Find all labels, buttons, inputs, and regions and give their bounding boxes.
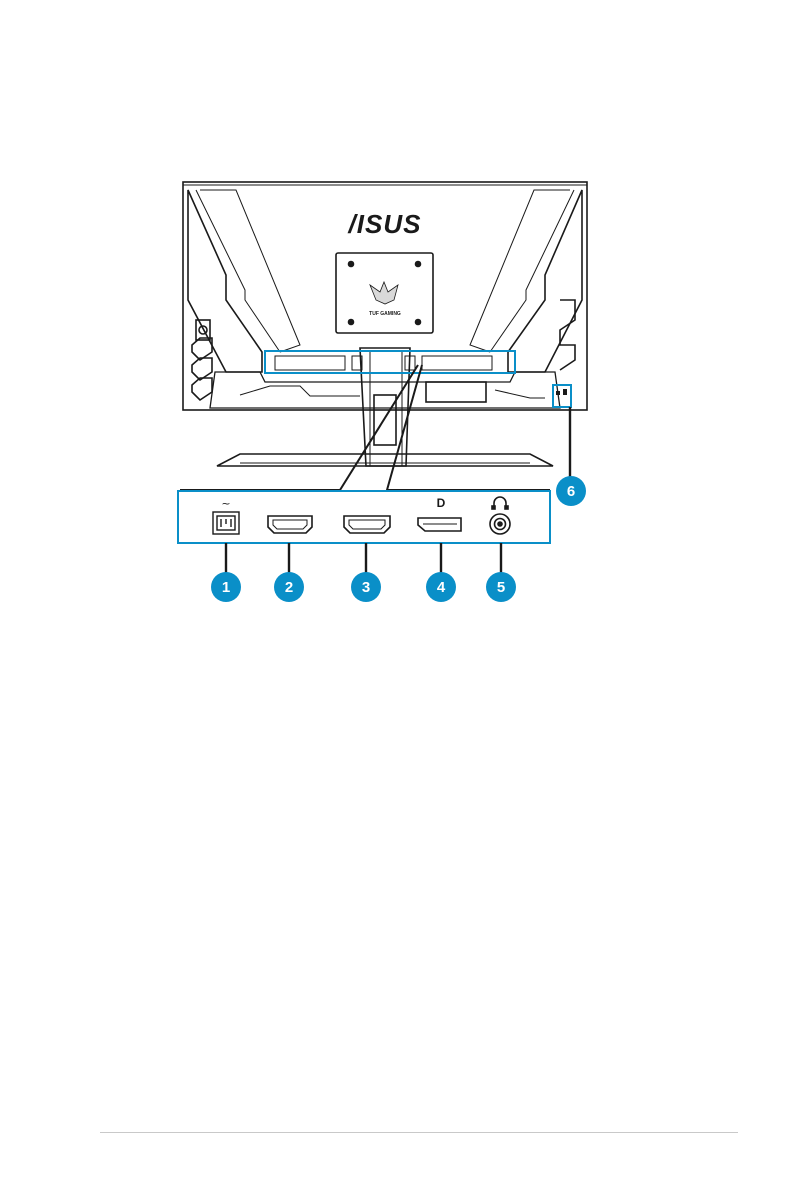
port-area-ports bbox=[275, 356, 492, 370]
svg-text:TUF GAMING: TUF GAMING bbox=[369, 311, 401, 317]
callout-6-number: 6 bbox=[567, 483, 575, 500]
callout-4-number: 4 bbox=[437, 579, 446, 596]
tuf-gaming-emblem: TUF GAMING bbox=[369, 282, 401, 317]
kensington-highlight bbox=[553, 385, 571, 407]
callout-drop-lines bbox=[226, 543, 501, 575]
callout-1-number: 1 bbox=[222, 579, 230, 596]
callout-3-number: 3 bbox=[362, 579, 370, 596]
svg-text:D: D bbox=[437, 496, 446, 510]
svg-text:~: ~ bbox=[221, 497, 230, 510]
leader-lines bbox=[180, 365, 550, 490]
monitor-rear-ports-diagram: /ISUS TUF GAMING ~ bbox=[0, 0, 794, 640]
brand-logo: /ISUS bbox=[348, 209, 422, 239]
footer-divider bbox=[100, 1132, 738, 1133]
port-panel bbox=[178, 491, 550, 543]
callout-2-number: 2 bbox=[285, 579, 293, 596]
callout-5-number: 5 bbox=[497, 579, 505, 596]
